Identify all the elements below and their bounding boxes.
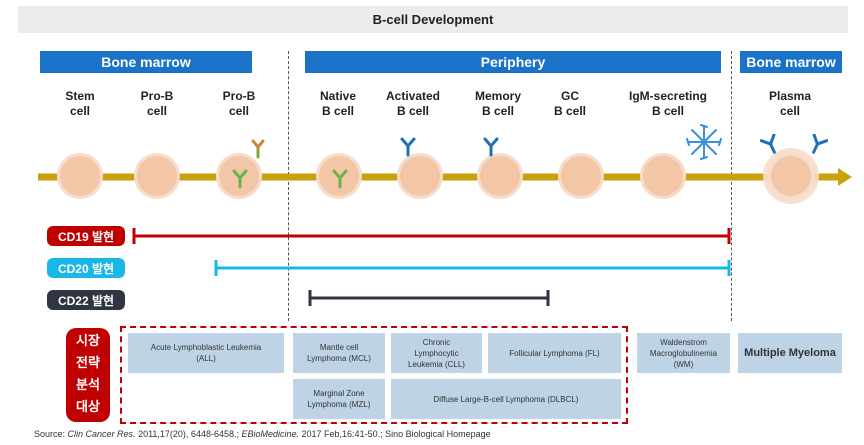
divider-right: [731, 51, 732, 321]
pro-b-cell-2: [216, 153, 262, 199]
igm-secreting-b-cell: [640, 153, 686, 199]
antibody-surface-icon: [251, 139, 265, 159]
native-b-cell: [316, 153, 362, 199]
market-strategy-label: 시장 전략 분석 대상: [66, 328, 110, 422]
antibody-plasma-left-icon: [760, 134, 776, 154]
cd19-range: [132, 228, 731, 244]
divider-left: [288, 51, 289, 321]
region-bone-marrow-left: Bone marrow: [40, 51, 252, 73]
gc-b-cell: [558, 153, 604, 199]
cd20-label: CD20 발현: [47, 258, 125, 278]
antibody-inner-icon: [232, 169, 248, 189]
activated-b-cell: [397, 153, 443, 199]
disease-all: Acute Lymphoblastic Leukemia(ALL): [128, 333, 284, 373]
disease-mm: Multiple Myeloma: [738, 333, 842, 373]
stem-cell: [57, 153, 103, 199]
antibody-native-icon: [332, 169, 348, 189]
antibody-activated-icon: [400, 137, 416, 157]
cd22-range: [308, 290, 550, 306]
cd22-label: CD22 발현: [47, 290, 125, 310]
disease-fl: Follicular Lymphoma (FL): [488, 333, 621, 373]
region-periphery: Periphery: [305, 51, 721, 73]
memory-b-cell: [477, 153, 523, 199]
cd19-label: CD19 발현: [47, 226, 125, 246]
disease-dlbcl: Diffuse Large-B-cell Lymphoma (DLBCL): [391, 379, 621, 419]
target-diseases-frame: [120, 326, 628, 424]
expression-ranges: [132, 228, 731, 306]
antibody-plasma-right-icon: [812, 134, 828, 154]
plasma-cell: [768, 153, 814, 199]
region-bone-marrow-right: Bone marrow: [740, 51, 842, 73]
cd20-range: [214, 260, 731, 276]
diagram-title: B-cell Development: [18, 6, 848, 33]
igm-pentamer-icon: [686, 124, 722, 160]
source-citation: Source: Clin Cancer Res. 2011,17(20), 64…: [34, 429, 491, 439]
antibody-memory-icon: [483, 137, 499, 157]
pro-b-cell-1: [134, 153, 180, 199]
